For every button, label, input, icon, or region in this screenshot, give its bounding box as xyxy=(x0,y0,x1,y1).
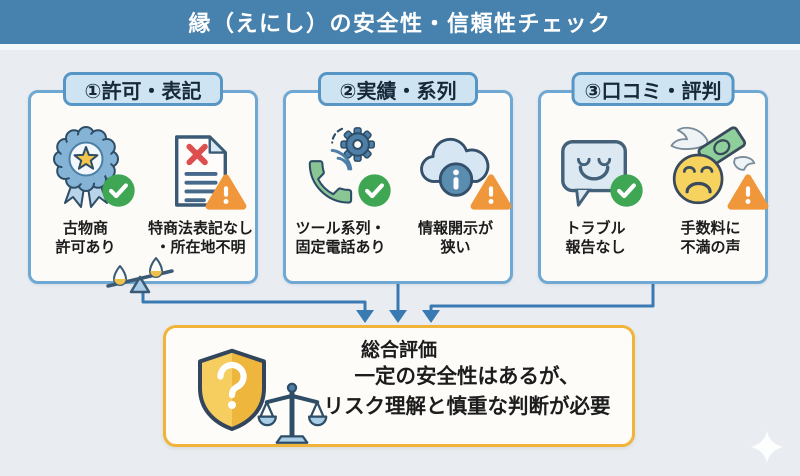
balance-scale-icon xyxy=(256,378,328,452)
warning-triangle-icon xyxy=(727,173,769,215)
evaluation-line-2: リスク理解と慎重な判断が必要 xyxy=(323,394,611,418)
check-circle-icon xyxy=(356,172,393,213)
card-track-record-tab: ②実績・系列 xyxy=(318,72,478,106)
evaluation-line-1: 一定の安全性はあるが、 xyxy=(354,364,580,388)
card-reputation-items: トラブル 報告なし xyxy=(541,123,768,257)
speech-smile-icon xyxy=(555,123,643,211)
list-item: 情報開示が 狭い xyxy=(401,123,511,257)
connector-right xyxy=(429,284,655,311)
list-item: ツール系列・ 固定電話あり xyxy=(286,123,395,257)
item-label: ツール系列・ 固定電話あり xyxy=(295,219,386,257)
warning-triangle-icon xyxy=(205,173,247,215)
evaluation-box: 総合評価 一定の安全性はあるが、 リスク理解と慎重な判断が必要 xyxy=(163,325,635,447)
evaluation-text: 一定の安全性はあるが、 リスク理解と慎重な判断が必要 xyxy=(308,361,626,421)
item-label: 情報開示が 狭い xyxy=(417,219,493,257)
list-item: 古物商 許可あり xyxy=(31,123,140,257)
cloud-info-icon xyxy=(412,123,511,211)
card-reputation: ③口コミ・評判 xyxy=(538,72,768,284)
item-label: トラブル 報告なし xyxy=(565,219,626,257)
tilted-scale-icon xyxy=(104,246,176,300)
connector-left xyxy=(141,284,367,311)
arrowhead-right-icon xyxy=(422,310,440,323)
card-permission: ①許可・表記 xyxy=(28,72,258,284)
item-label: 特商法表記なし ・所在地不明 xyxy=(147,219,253,257)
list-item: トラブル 報告なし xyxy=(541,123,650,257)
warning-triangle-icon xyxy=(470,173,512,215)
page-title: 縁（えにし）の安全性・信頼性チェック xyxy=(188,12,612,37)
check-circle-icon xyxy=(608,172,645,213)
title-bar: 縁（えにし）の安全性・信頼性チェック xyxy=(0,0,800,44)
document-missing-icon xyxy=(167,123,246,211)
list-item: 手数料に 不満の声 xyxy=(656,123,768,257)
sparkle-icon xyxy=(750,430,784,468)
card-permission-items: 古物商 許可あり xyxy=(31,123,255,257)
card-permission-tab: ①許可・表記 xyxy=(63,72,223,106)
item-label: 古物商 許可あり xyxy=(55,219,116,257)
card-track-record-items: ツール系列・ 固定電話あり xyxy=(286,123,511,257)
arrowhead-left-icon xyxy=(356,310,374,323)
list-item: 特商法表記なし ・所在地不明 xyxy=(146,123,255,257)
evaluation-title: 総合評価 xyxy=(360,339,437,361)
arrowhead-middle-icon xyxy=(389,310,407,323)
item-label: 手数料に 不満の声 xyxy=(680,219,741,257)
card-reputation-tab: ③口コミ・評判 xyxy=(571,72,735,106)
shield-question-icon xyxy=(192,346,272,436)
money-sadface-icon xyxy=(665,123,768,211)
phone-gear-icon xyxy=(297,123,391,211)
check-circle-icon xyxy=(100,172,137,213)
header-divider xyxy=(0,44,800,50)
license-badge-icon xyxy=(43,123,135,211)
card-track-record: ②実績・系列 xyxy=(283,72,513,284)
